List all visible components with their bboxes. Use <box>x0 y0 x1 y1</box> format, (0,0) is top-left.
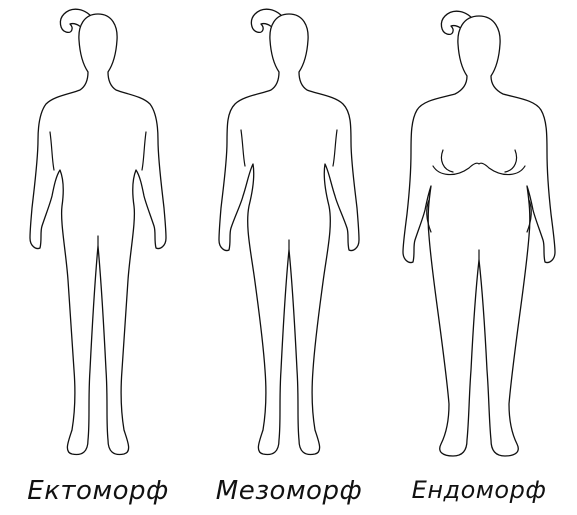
mesomorph-body <box>219 14 359 454</box>
ectomorph-silhouette <box>2 0 194 470</box>
endomorph-body <box>403 16 555 456</box>
ectomorph-body <box>30 14 166 454</box>
endomorph-label: Ендоморф <box>383 476 575 504</box>
figure-ectomorph: Ектоморф <box>2 0 194 515</box>
mesomorph-silhouette <box>193 0 385 470</box>
mesomorph-label: Мезоморф <box>193 476 385 506</box>
ectomorph-label: Ектоморф <box>2 476 194 506</box>
figure-mesomorph: Мезоморф <box>193 0 385 515</box>
endomorph-silhouette <box>383 0 575 470</box>
figure-endomorph: Ендоморф <box>383 0 575 515</box>
